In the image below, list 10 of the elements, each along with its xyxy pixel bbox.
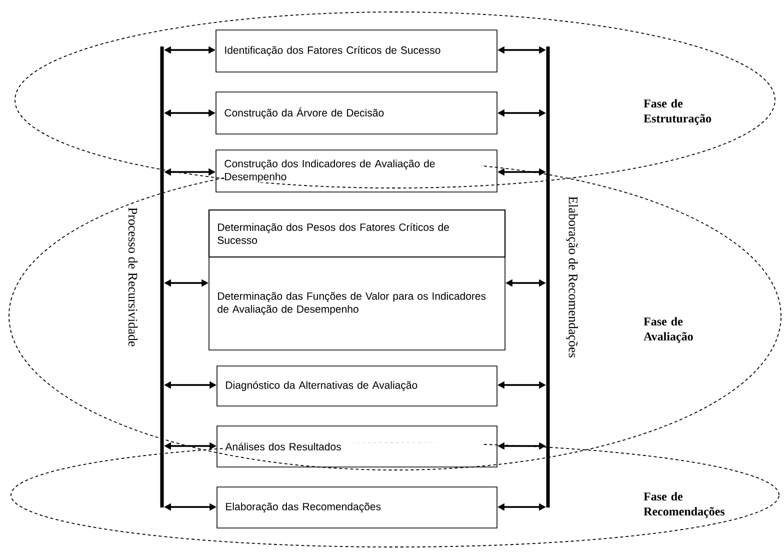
process-box: Construção dos Indicadores de Avaliação de Desempenho: [216, 150, 498, 192]
process-box: Determinação das Funções de Valor para os Indicadores de Avaliação de Desempenho: [208, 256, 506, 350]
process-box: Análises dos Resultados: [216, 426, 498, 468]
bar-label: Elaboração de Recomendações: [566, 196, 578, 358]
process-box: Identificação dos Fatores Críticos de Sucesso: [216, 30, 498, 72]
process-box: Elaboração das Recomendações: [216, 486, 498, 528]
process-box: Diagnóstico da Alternativas de Avaliação: [216, 366, 498, 406]
process-box: Construção da Árvore de Decisão: [216, 92, 498, 134]
bar-label: Processo de Recursividade: [128, 208, 138, 346]
process-box: Determinação dos Pesos dos Fatores Críticos de Sucesso: [208, 209, 506, 258]
